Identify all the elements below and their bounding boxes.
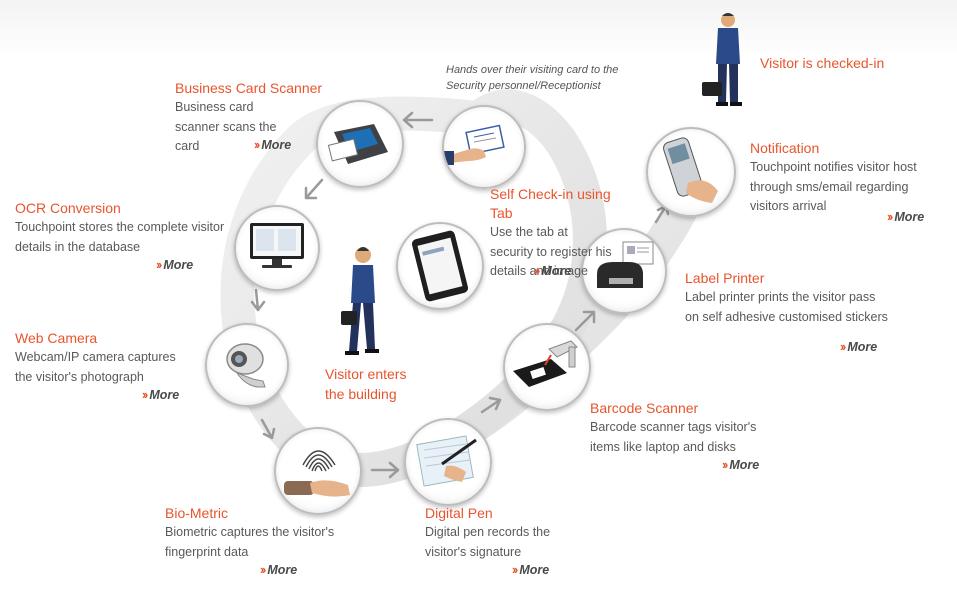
more-link-notification[interactable]: ››More bbox=[887, 210, 925, 224]
visitor-entering-figure bbox=[341, 247, 379, 355]
step-title: Digital Pen bbox=[425, 505, 493, 521]
barcode-scanner-circle bbox=[503, 323, 591, 411]
fingerprint-circle bbox=[274, 427, 362, 515]
step-business-card-scanner: Business Card Scanner Business card scan… bbox=[175, 79, 335, 157]
more-link-ocr-conversion[interactable]: ››More bbox=[156, 258, 194, 272]
step-desc: Biometric captures the visitor's fingerp… bbox=[165, 525, 335, 559]
double-chevron-icon: ›› bbox=[142, 388, 148, 402]
step-barcode-scanner: Barcode Scanner Barcode scanner tags vis… bbox=[590, 399, 775, 457]
fingerprint-icon bbox=[284, 450, 350, 497]
double-chevron-icon: ›› bbox=[156, 258, 162, 272]
visitor-checked-in-figure bbox=[702, 13, 742, 106]
step-web-camera: Web Camera Webcam/IP camera captures the… bbox=[15, 329, 195, 387]
more-link-bio-metric[interactable]: ››More bbox=[260, 563, 298, 577]
step-ocr-conversion: OCR Conversion Touchpoint stores the com… bbox=[15, 199, 240, 257]
card-scanner-circle bbox=[316, 100, 404, 188]
step-desc: Label printer prints the visitor pass on… bbox=[685, 290, 888, 324]
step-title: OCR Conversion bbox=[15, 200, 121, 216]
barcode-scanner-icon bbox=[513, 340, 578, 387]
phone-circle bbox=[646, 127, 736, 217]
label-printer-circle bbox=[581, 228, 667, 314]
digital-pen-circle bbox=[404, 418, 492, 506]
double-chevron-icon: ›› bbox=[534, 264, 540, 278]
more-link-barcode-scanner[interactable]: ››More bbox=[722, 458, 760, 472]
step-bio-metric: Bio-Metric Biometric captures the visito… bbox=[165, 504, 350, 562]
step-title: Bio-Metric bbox=[165, 505, 229, 521]
step-desc: Digital pen records the visitor's signat… bbox=[425, 525, 551, 559]
step-digital-pen: Digital Pen Digital pen records the visi… bbox=[425, 504, 565, 562]
step-desc: Use the tab at security to register his … bbox=[490, 225, 612, 278]
intro-note: Hands over their visiting card to the Se… bbox=[446, 64, 619, 92]
more-link-digital-pen[interactable]: ››More bbox=[512, 563, 550, 577]
visitor-checked-in-label: Visitor is checked-in bbox=[760, 54, 920, 73]
step-notification: Notification Touchpoint notifies visitor… bbox=[750, 139, 940, 217]
step-desc: Barcode scanner tags visitor's items lik… bbox=[590, 420, 757, 454]
double-chevron-icon: ›› bbox=[260, 563, 266, 577]
monitor-circle bbox=[234, 205, 320, 291]
card-scanner-icon bbox=[327, 124, 388, 164]
more-link-self-checkin[interactable]: ››More bbox=[534, 264, 572, 278]
tablet-icon bbox=[411, 230, 469, 302]
step-title: Web Camera bbox=[15, 330, 98, 346]
step-title: Business Card Scanner bbox=[175, 80, 323, 96]
double-chevron-icon: ›› bbox=[254, 138, 260, 152]
step-title: Barcode Scanner bbox=[590, 400, 699, 416]
more-link-business-card-scanner[interactable]: ››More bbox=[254, 138, 292, 152]
step-desc: Touchpoint stores the complete visitor d… bbox=[15, 220, 225, 254]
digital-pen-icon bbox=[416, 435, 477, 487]
step-label-printer: Label Printer Label printer prints the v… bbox=[685, 269, 890, 327]
more-link-web-camera[interactable]: ››More bbox=[142, 388, 180, 402]
step-desc: Touchpoint notifies visitor host through… bbox=[750, 160, 917, 213]
step-title: Self Check-in using Tab bbox=[490, 186, 611, 221]
webcam-icon bbox=[226, 343, 266, 388]
step-title: Label Printer bbox=[685, 270, 765, 286]
hand-card-icon bbox=[444, 124, 505, 165]
step-self-checkin: Self Check-in using Tab Use the tab at s… bbox=[490, 185, 635, 282]
step-title: Notification bbox=[750, 140, 820, 156]
webcam-circle bbox=[205, 323, 289, 407]
hand-card-circle bbox=[442, 105, 526, 189]
visitor-enters-text: Visitor enters the building bbox=[325, 366, 407, 402]
double-chevron-icon: ›› bbox=[840, 340, 846, 354]
double-chevron-icon: ›› bbox=[512, 563, 518, 577]
step-desc: Business card scanner scans the card bbox=[175, 100, 277, 153]
label-printer-icon bbox=[597, 241, 654, 288]
phone-icon bbox=[663, 137, 718, 203]
monitor-icon bbox=[250, 223, 304, 268]
visitor-checked-in-text: Visitor is checked-in bbox=[760, 55, 885, 71]
visitor-enters-label: Visitor enters the building bbox=[325, 364, 420, 404]
step-desc: Webcam/IP camera captures the visitor's … bbox=[15, 350, 176, 384]
double-chevron-icon: ›› bbox=[887, 210, 893, 224]
more-link-label-printer[interactable]: ››More bbox=[840, 340, 878, 354]
double-chevron-icon: ›› bbox=[722, 458, 728, 472]
tablet-circle bbox=[396, 222, 484, 310]
